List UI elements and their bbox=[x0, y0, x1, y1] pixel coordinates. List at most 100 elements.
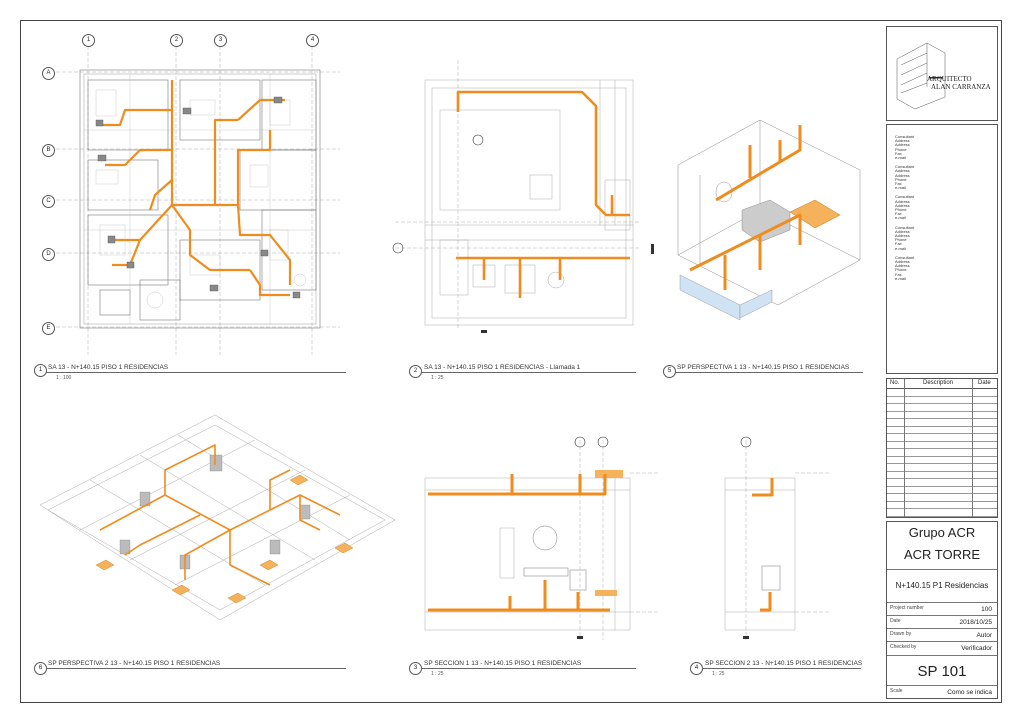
consultant-line: Fax bbox=[895, 241, 902, 247]
logo-panel: ARQUITECTO ALAN CARRANZA bbox=[886, 26, 998, 121]
date-row: Date 2018/10/25 bbox=[887, 615, 997, 629]
consultant-line: Address bbox=[895, 228, 910, 234]
revisions-row bbox=[887, 508, 997, 509]
consultant-line: Consultant bbox=[895, 134, 915, 139]
grid-column-3: 3 bbox=[214, 34, 227, 47]
date-value: 2018/10/25 bbox=[959, 619, 992, 626]
view-title: SP SECCION 1 13 - N+140.15 PISO 1 RESIDE… bbox=[424, 660, 582, 667]
checked-by-value: Verificador bbox=[961, 645, 992, 652]
consultant-line: Address bbox=[895, 172, 910, 178]
revisions-row bbox=[887, 455, 997, 457]
consultant-line: Consultant bbox=[895, 254, 915, 260]
consultant-line: Address bbox=[895, 168, 910, 174]
consultant-line: Fax bbox=[895, 211, 902, 217]
grid-row-c: C bbox=[42, 195, 55, 208]
revisions-row bbox=[887, 433, 997, 434]
view-title-underline bbox=[703, 668, 861, 669]
consultant-line: Consultant bbox=[895, 224, 915, 230]
consultant-line: Fax bbox=[895, 181, 902, 187]
view-title-underline bbox=[46, 668, 346, 669]
sheet-number: SP 101 bbox=[917, 663, 967, 680]
view-title-underline bbox=[675, 372, 863, 373]
revisions-row bbox=[887, 478, 997, 479]
revisions-row bbox=[887, 418, 997, 419]
view-title: SA 13 - N+140.15 PISO 1 RESIDENCIAS - Ll… bbox=[424, 364, 581, 371]
revisions-row bbox=[887, 395, 997, 397]
consultant-line: Fax bbox=[895, 271, 902, 277]
logo-line-2: ALAN CARRANZA bbox=[931, 83, 991, 91]
view-title: SP PERSPECTIVA 1 13 - N+140.15 PISO 1 RE… bbox=[677, 364, 850, 371]
drawn-by-row: Drawn by Autor bbox=[887, 628, 997, 642]
revisions-row bbox=[887, 500, 997, 502]
project-number-row: Project number 100 bbox=[887, 602, 997, 616]
view-title-underline bbox=[422, 668, 636, 669]
project-number-key: Project number bbox=[890, 605, 924, 611]
view-number: 2 bbox=[409, 365, 422, 378]
revisions-row bbox=[887, 440, 997, 442]
view-title: SA 13 - N+140.15 PISO 1 RESIDENCIAS bbox=[48, 364, 169, 371]
view-scale: 1 : 25 bbox=[712, 671, 725, 677]
project-name: ACR TORRE bbox=[903, 547, 981, 562]
revisions-row bbox=[887, 470, 997, 472]
view-scale: 1 : 25 bbox=[431, 375, 444, 381]
project-info-panel: Grupo ACR ACR TORRE N+140.15 P1 Residenc… bbox=[886, 521, 998, 699]
revisions-row bbox=[887, 515, 997, 517]
logo-icon bbox=[896, 42, 946, 110]
view-title: SP SECCION 2 13 - N+140.15 PISO 1 RESIDE… bbox=[705, 660, 863, 667]
view-number: 3 bbox=[409, 662, 422, 675]
view-scale: 1 : 25 bbox=[431, 671, 444, 677]
consultant-line: Address bbox=[895, 142, 910, 148]
revisions-row bbox=[887, 425, 997, 427]
checked-by-key: Checked by bbox=[890, 644, 917, 650]
grid-row-e: E bbox=[42, 322, 55, 335]
revisions-row bbox=[887, 485, 997, 487]
grid-column-4: 4 bbox=[306, 34, 319, 47]
view-number: 4 bbox=[690, 662, 703, 675]
consultant-line: Phone bbox=[895, 237, 907, 243]
consultant-line: Address bbox=[895, 263, 910, 269]
view-title-underline bbox=[422, 372, 636, 373]
sheet-name: N+140.15 P1 Residencias bbox=[895, 581, 989, 590]
consultant-line: Address bbox=[895, 233, 910, 239]
grid-row-d: D bbox=[42, 248, 55, 261]
consultant-line: Address bbox=[895, 138, 910, 144]
view-number: 1 bbox=[34, 364, 47, 377]
consultant-line: Address bbox=[895, 198, 910, 204]
consultant-line: Phone bbox=[895, 207, 907, 213]
view-title: SP PERSPECTIVA 2 13 - N+140.15 PISO 1 RE… bbox=[48, 660, 221, 667]
revisions-header-date: Date bbox=[978, 380, 991, 386]
checked-by-row: Checked by Verificador bbox=[887, 641, 997, 655]
view-title-underline bbox=[46, 372, 346, 373]
consultant-line: Consultant bbox=[895, 194, 915, 200]
revisions-header-no: No. bbox=[890, 380, 900, 386]
consultant-line: e-mail bbox=[895, 215, 906, 221]
consultant-line: e-mail bbox=[895, 155, 906, 161]
drawn-by-key: Drawn by bbox=[890, 631, 912, 637]
revisions-header-description: Description bbox=[923, 380, 954, 386]
scale-key: Scale bbox=[890, 688, 903, 694]
consultant-line: Phone bbox=[895, 146, 907, 152]
project-number-value: 100 bbox=[981, 606, 992, 613]
revisions-table: No. Description Date bbox=[886, 378, 998, 518]
revisions-row bbox=[887, 448, 997, 449]
view-scale: 1 : 100 bbox=[56, 375, 72, 381]
scale-value: Como se indica bbox=[947, 689, 992, 696]
logo-line-1: ARQUITECTO bbox=[927, 75, 972, 83]
consultant-line: e-mail bbox=[895, 185, 906, 191]
consultant-line: Address bbox=[895, 259, 910, 265]
revisions-row bbox=[887, 493, 997, 494]
consultant-line: e-mail bbox=[895, 275, 906, 281]
company-name: Grupo ACR bbox=[908, 525, 976, 540]
drawing-sheet bbox=[20, 20, 1002, 703]
consultant-line: Fax bbox=[895, 150, 902, 156]
grid-column-2: 2 bbox=[170, 34, 183, 47]
consultant-line: e-mail bbox=[895, 245, 906, 251]
